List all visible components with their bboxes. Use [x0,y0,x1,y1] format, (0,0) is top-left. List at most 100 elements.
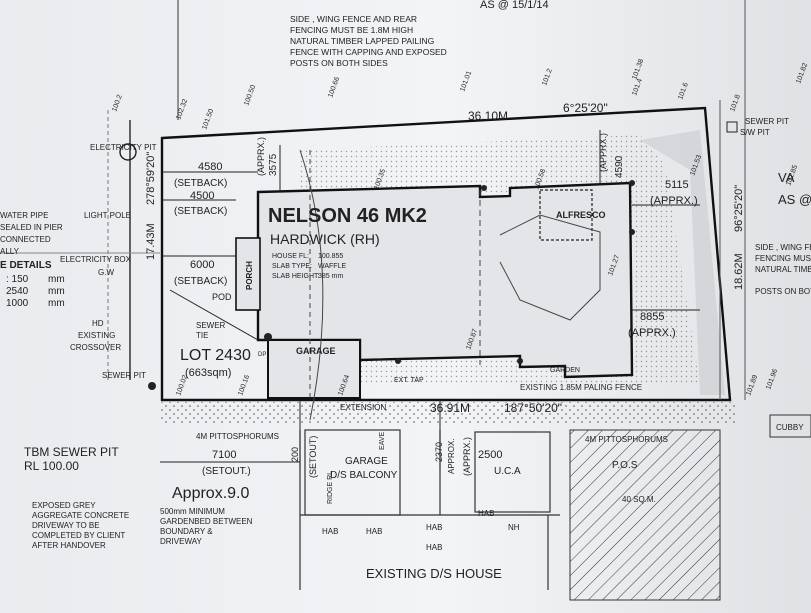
garage-outline [267,339,361,399]
slab-height-label: SLAB HEIGHT: [272,273,320,280]
dimension-lines [160,130,700,470]
right-va-label: VA [778,170,795,185]
dp-label: DP [258,352,266,358]
house-name: NELSON 46 MK2 [268,205,427,227]
setback-4580: 4580 [198,161,222,173]
setback-6000: 6000 [190,259,214,271]
slab-height-value: 385 mm [318,273,343,280]
approx-5115: (APPRX.) [650,195,698,207]
setback-label-2: (SETBACK) [174,206,227,217]
setout-label: (SETOUT.) [202,466,251,477]
fence-note-right-line: NATURAL TIMBER [755,265,811,274]
approx-top: (APPRX.) [598,133,608,172]
approx-2500: (APPRX.) [462,437,472,476]
pos-label: P.O.S [612,460,638,471]
contour-label: 101.2 [541,68,554,87]
slab-type-value: WAFFLE [318,263,346,270]
crossover-label: CROSSOVER [70,343,121,352]
pittosporum-strip [160,402,735,424]
electricity-box-label: ELECTRICITY BOX [60,255,132,264]
porch-label: PORCH [245,261,254,290]
legend-row-val: : 150 [6,274,29,285]
sewer-pit-icon [148,382,156,390]
approx-small: APPROX. [447,438,456,474]
setback-label-1: (SETBACK) [174,178,227,189]
fence-note-line: FENCE WITH CAPPING AND EXPOSED [290,47,447,57]
pittosporums-left: 4M PITTOSPHORUMS [196,432,279,441]
contour-label: 101.96 [765,368,779,391]
top-bearing: 6°25'20" [563,101,608,115]
setback-label-3: (SETBACK) [174,276,227,287]
nh-label: NH [508,523,520,532]
header-note: AS @ 15/1/14 [480,0,549,11]
hab-label: HAB [366,527,382,536]
extension-label: EXTENSION [340,403,386,412]
right-bearing: 96°25'20" [733,185,745,232]
ridge-label: RIDGE RL [327,471,334,504]
house-fl-value: 100.855 [318,253,343,260]
setout-vertical: (SETOUT) [308,436,318,478]
tbm-line-1: TBM SEWER PIT [24,445,119,459]
contour-label: 101.38 [631,58,645,81]
pos-area [569,429,721,601]
dim-2500: 2500 [478,449,502,461]
contour-label: 101.6 [677,82,690,101]
setback-4500: 4500 [190,190,214,202]
driveway-note-line: EXPOSED GREY [32,501,96,510]
dim-2370: 2370 [434,442,444,462]
lot-boundary [160,106,732,402]
downpipe-icon-6 [517,358,523,364]
fence-note-right-line: FENCING MUST [755,254,811,263]
hab-label: HAB [426,523,442,532]
tbm-line-2: RL 100.00 [24,459,79,473]
pittosporums-right: 4M PITTOSPHORUMS [585,435,668,444]
fence-note-right: SIDE , WING FEN FENCING MUST NATURAL TIM… [755,243,811,296]
contour-label: 100.16 [237,374,251,397]
fence-note-right-line: POSTS ON BOTH [755,287,811,296]
left-bearing: 278°59'20" [145,152,157,205]
contour-label: 100.66 [327,76,341,99]
fence-note-line: POSTS ON BOTH SIDES [290,58,388,68]
contour-label: 101.8 [729,94,742,113]
garden-note-line: 500mm MINIMUM [160,507,225,516]
driveway-note-line: AFTER HANDOVER [32,541,106,550]
contour-label: 101.82 [795,62,809,85]
legend-details: E DETAILS [0,260,52,271]
downpipe-icon-4 [629,229,635,235]
right-boundary-dim: 18.62M [733,253,745,290]
contour-label: 100.50 [243,84,257,107]
existing-label: EXISTING [78,331,115,340]
downpipe-icon-3 [629,180,635,186]
contour-label: 101.50 [201,108,215,131]
driveway-note-line: AGGREGATE CONCRETE [32,511,129,520]
sewer-tie-label-2: TIE [196,331,208,340]
house-variant: HARDWICK (RH) [270,231,380,247]
cubby-label: CUBBY [776,423,804,432]
house-fl-label: HOUSE FL: [272,253,309,260]
left-boundary-dim: 17.43M [145,223,157,260]
roof-lines [299,149,601,421]
lot-label: LOT 2430 [180,347,251,364]
legend-row-val: 2540 [6,286,29,297]
fence-note-line: SIDE , WING FENCE AND REAR [290,14,417,24]
alfresco-outline [539,189,593,241]
alfresco-label: ALFRESCO [556,210,606,220]
contour-label: 102.32 [175,98,189,121]
neighbour-balcony-label: D/S BALCONY [330,470,398,481]
legend-row-unit: mm [48,286,65,297]
gw-label: G.W [98,268,114,277]
sw-pit-label: S/W PIT [740,128,770,137]
ext-tap-label: EXT. TAP [394,377,424,384]
fence-note-line: NATURAL TIMBER LAPPED PAILING [290,36,434,46]
paling-fence-label: EXISTING 1.85M PALING FENCE [520,383,642,392]
downpipe-icon-5 [395,358,401,364]
garden-note-line: GARDENBED BETWEEN [160,517,253,526]
hab-label: HAB [478,509,494,518]
hab-label: HAB [322,527,338,536]
driveway-note-line: DRIVEWAY TO BE [32,521,100,530]
bottom-boundary-dim: 36.91M [430,401,470,415]
dim-200: 200 [290,447,300,462]
garage-label: GARAGE [296,346,336,356]
